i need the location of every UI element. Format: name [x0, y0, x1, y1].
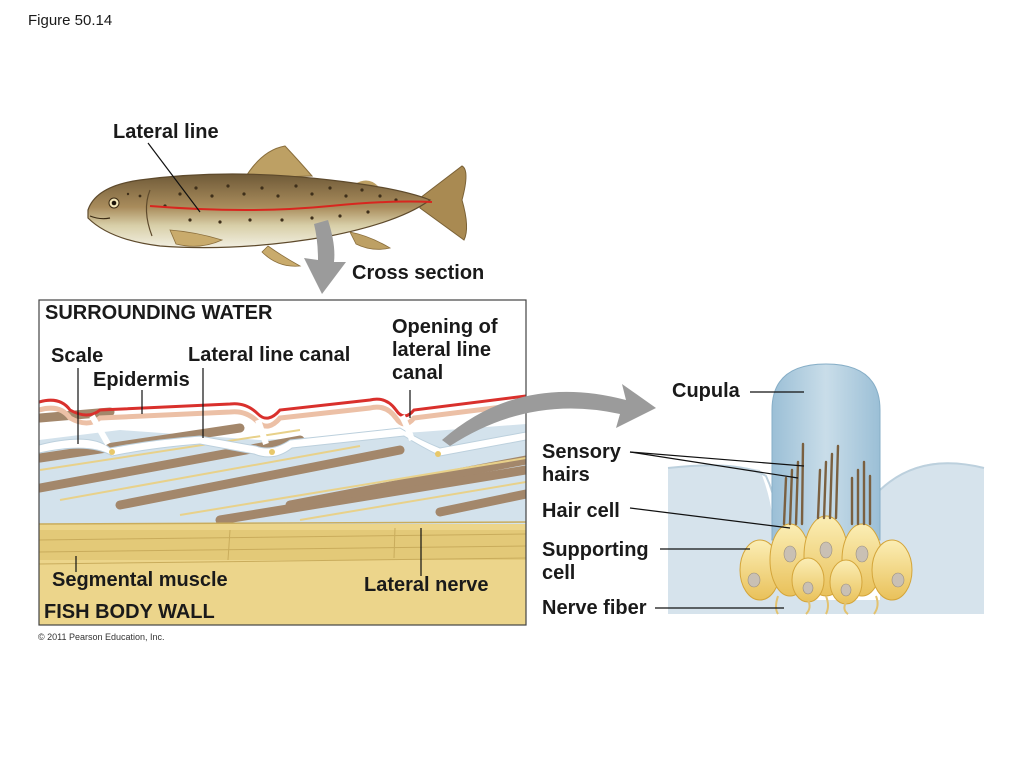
sensory-leader-2	[629, 451, 799, 479]
neuromast	[667, 363, 985, 615]
label-segmental-muscle: Segmental muscle	[52, 569, 228, 591]
cross-section-arrow	[304, 220, 346, 294]
neuromast-arrow	[442, 384, 656, 446]
label-sensory-2: hairs	[542, 464, 590, 486]
label-sensory-1: Sensory	[542, 441, 621, 463]
label-lateral-nerve: Lateral nerve	[364, 574, 489, 596]
fish	[87, 145, 468, 267]
cross-section-frame	[38, 299, 527, 626]
label-cupula: Cupula	[672, 380, 740, 402]
label-supporting-1: Supporting	[542, 539, 649, 561]
label-opening-2: lateral line	[392, 339, 491, 361]
label-opening-3: canal	[392, 362, 444, 384]
label-lateral-line: Lateral line	[113, 121, 219, 143]
label-epidermis: Epidermis	[93, 369, 190, 391]
figure-label: Figure 50.14	[28, 12, 113, 29]
hair-cell-leader	[629, 507, 791, 529]
lateral-line-leader	[147, 142, 201, 213]
label-lateral-line-canal: Lateral line canal	[188, 344, 351, 366]
copyright-text: © 2011 Pearson Education, Inc.	[38, 632, 165, 642]
label-cross-section: Cross section	[352, 262, 485, 284]
label-surrounding-water: SURROUNDING WATER	[45, 302, 273, 324]
label-supporting-2: cell	[542, 562, 576, 584]
cross-section-panel	[39, 300, 526, 625]
label-hair-cell: Hair cell	[542, 500, 620, 522]
label-fish-body-wall: FISH BODY WALL	[44, 601, 215, 623]
label-opening-1: Opening of	[392, 316, 498, 338]
sensory-leader-1	[629, 451, 805, 467]
label-scale: Scale	[51, 345, 104, 367]
label-nerve-fiber: Nerve fiber	[542, 597, 647, 619]
